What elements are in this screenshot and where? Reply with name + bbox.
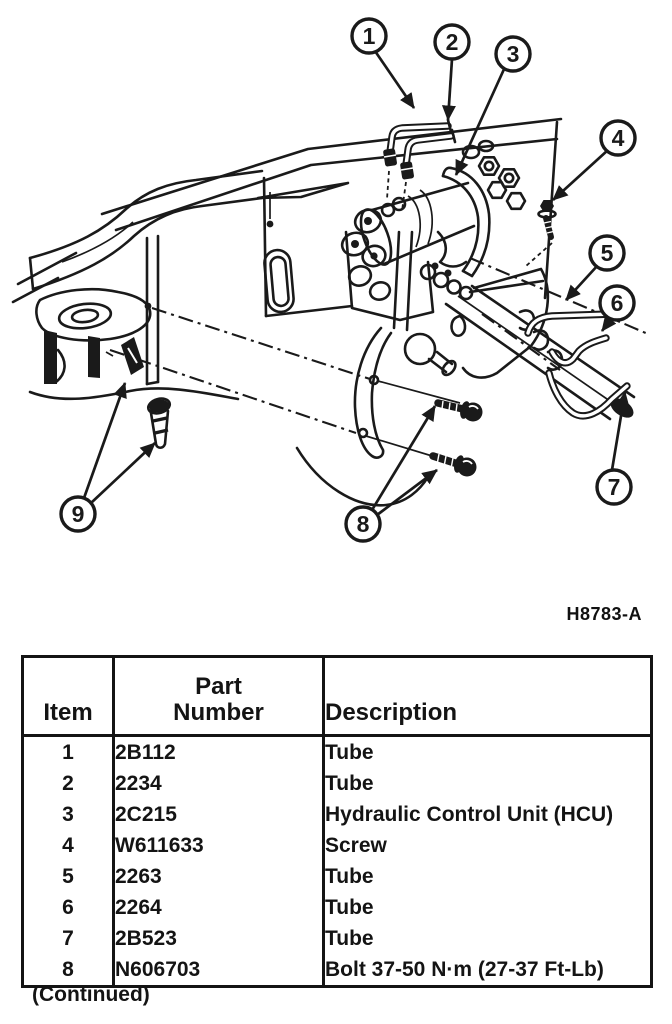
tube-7-illustration	[545, 369, 631, 420]
svg-text:7: 7	[608, 474, 621, 500]
cell-part-number: 2C215	[112, 799, 324, 830]
svg-text:4: 4	[612, 125, 625, 151]
callout-7: 7	[595, 468, 633, 506]
callout-9: 9	[59, 495, 97, 533]
hcu-exploded-diagram: 1 2 3 4 5 6 7 8 9 H8783-A	[11, 17, 649, 624]
cell-description: Hydraulic Control Unit (HCU)	[322, 799, 652, 830]
callout-arrows	[82, 50, 630, 517]
cell-item: 5	[62, 865, 74, 888]
svg-text:9: 9	[72, 501, 85, 527]
cell-description: Screw	[322, 830, 652, 861]
svg-text:2: 2	[446, 29, 459, 55]
cell-description: Tube	[322, 735, 652, 768]
svg-text:8: 8	[357, 511, 370, 537]
cell-part-number: 2264	[112, 892, 324, 923]
frame-rail-illustration	[11, 117, 563, 401]
part-header-line2: Number	[173, 699, 264, 727]
callout-3: 3	[494, 35, 532, 73]
svg-text:5: 5	[601, 240, 614, 266]
cell-description: Tube	[322, 768, 652, 799]
table-row: 7 2B523 Tube	[23, 923, 652, 954]
cell-part-number: 2B523	[112, 923, 324, 954]
parts-table-header-row: Item Part Number Description	[22, 656, 652, 737]
cell-part-number: 2263	[112, 861, 324, 892]
table-row: 5 2263 Tube	[23, 861, 652, 892]
table-row: 4 W611633 Screw	[23, 830, 652, 861]
cell-item: 2	[62, 772, 74, 795]
continued-note: (Continued)	[32, 983, 150, 1006]
callout-8: 8	[344, 505, 382, 543]
table-row: 2 2234 Tube	[23, 768, 652, 799]
callout-6: 6	[598, 284, 636, 322]
cell-item: 1	[62, 741, 74, 764]
screw-illustration	[525, 200, 557, 267]
table-row: 8 N606703 Bolt 37-50 N·m (27-37 Ft-Lb)	[23, 954, 652, 987]
cell-description: Tube	[322, 861, 652, 892]
cell-part-number: 2B112	[112, 735, 324, 768]
cell-description: Tube	[322, 892, 652, 923]
tube-1-and-2-illustration	[383, 118, 457, 212]
table-row: 6 2264 Tube	[23, 892, 652, 923]
table-row: 3 2C215 Hydraulic Control Unit (HCU)	[23, 799, 652, 830]
cell-item: 8	[62, 958, 74, 981]
column-header-part-number: Part Number	[112, 656, 324, 737]
cell-description: Bolt 37-50 N·m (27-37 Ft-Lb)	[322, 954, 652, 987]
hcu-illustration	[295, 139, 550, 507]
callout-4: 4	[599, 119, 637, 157]
parts-table: Item Part Number Description 1 2B112 Tub…	[21, 655, 653, 988]
part-header-line1: Part	[195, 673, 242, 701]
figure-code-label: H8783-A	[566, 604, 642, 624]
callout-2: 2	[433, 23, 471, 61]
cell-part-number: W611633	[112, 830, 324, 861]
clip-illustration	[121, 337, 172, 450]
cell-part-number: 2234	[112, 768, 324, 799]
callout-5: 5	[588, 234, 626, 272]
callout-1: 1	[350, 17, 388, 55]
table-row: 1 2B112 Tube	[23, 735, 652, 768]
column-header-item: Item	[22, 656, 114, 737]
cell-item: 7	[62, 927, 74, 950]
column-header-description: Description	[322, 656, 652, 737]
cell-item: 3	[62, 803, 74, 826]
tube-5-illustration	[524, 310, 616, 337]
svg-text:1: 1	[363, 23, 376, 49]
svg-text:3: 3	[507, 41, 520, 67]
cell-part-number: N606703	[112, 954, 324, 987]
mounting-bracket-illustration	[353, 230, 414, 459]
cell-item: 6	[62, 896, 74, 919]
cell-description: Tube	[322, 923, 652, 954]
bolt-illustration	[429, 399, 483, 477]
cell-item: 4	[62, 834, 74, 857]
tube-6-illustration	[548, 334, 610, 367]
svg-text:6: 6	[611, 290, 624, 316]
